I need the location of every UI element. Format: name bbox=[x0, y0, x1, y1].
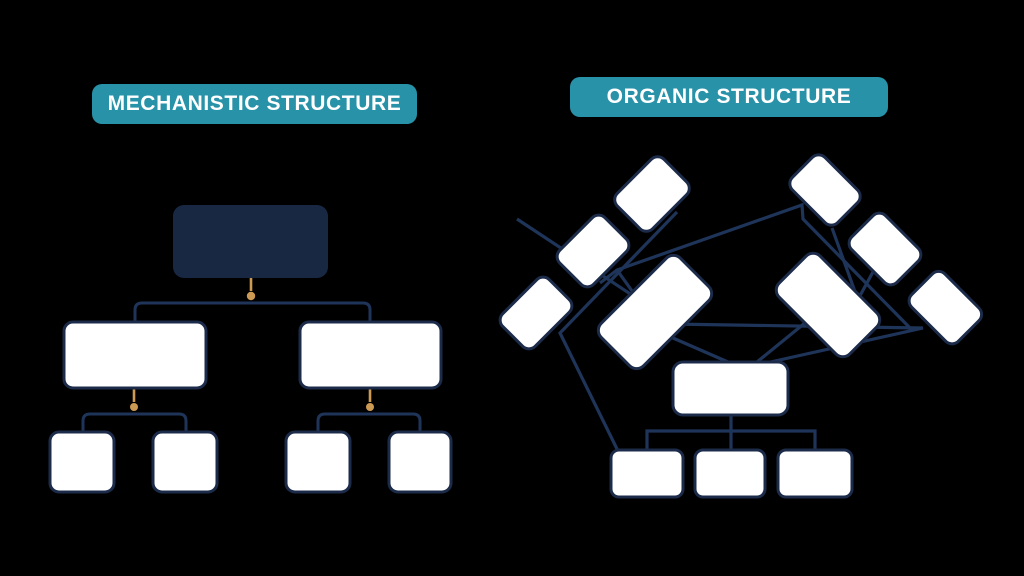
mech-level2-right-bracket bbox=[316, 412, 422, 432]
organic-link-horizontal-mid bbox=[669, 322, 924, 330]
mech-left-manager-stem-dot bbox=[130, 403, 138, 411]
organic-bottom-node-3 bbox=[776, 448, 854, 499]
organic-title-banner: ORGANIC STRUCTURE bbox=[570, 77, 888, 117]
organic-link-chain-left bbox=[558, 210, 679, 452]
organic-node-right-long bbox=[774, 251, 882, 359]
organic-bottom-node-1 bbox=[609, 448, 685, 499]
mech-level2-left-bracket bbox=[81, 412, 188, 432]
mechanistic-diagram bbox=[48, 205, 453, 494]
organic-bottom-node-2 bbox=[693, 448, 767, 499]
organic-link-cross-top bbox=[599, 202, 914, 332]
organic-hub-bracket bbox=[645, 414, 817, 451]
organic-node-right-1 bbox=[788, 153, 862, 227]
mechanistic-title-banner: MECHANISTIC STRUCTURE bbox=[92, 84, 417, 124]
mech-worker-node-4 bbox=[387, 430, 453, 494]
organic-diagram bbox=[498, 153, 984, 499]
organic-hub-node bbox=[671, 360, 790, 417]
organic-node-left-3 bbox=[498, 275, 574, 351]
mech-root-stem-dot bbox=[246, 291, 256, 301]
mech-worker-node-1 bbox=[48, 430, 116, 494]
organic-node-right-3 bbox=[907, 269, 984, 346]
mech-worker-node-3 bbox=[284, 430, 352, 494]
organic-node-left-2 bbox=[555, 213, 631, 289]
mech-right-manager-stem-dot bbox=[366, 403, 374, 411]
mech-manager-node-left bbox=[62, 320, 208, 390]
organic-title: ORGANIC STRUCTURE bbox=[606, 85, 852, 108]
organic-node-right-2 bbox=[847, 211, 923, 287]
mech-root-node bbox=[173, 205, 328, 278]
mechanistic-title: MECHANISTIC STRUCTURE bbox=[107, 92, 402, 115]
mech-worker-node-2 bbox=[151, 430, 219, 494]
organic-node-left-1 bbox=[613, 155, 691, 233]
mech-level1-bracket bbox=[133, 301, 372, 322]
organic-node-left-long bbox=[596, 253, 714, 371]
mech-manager-node-right bbox=[298, 320, 443, 390]
